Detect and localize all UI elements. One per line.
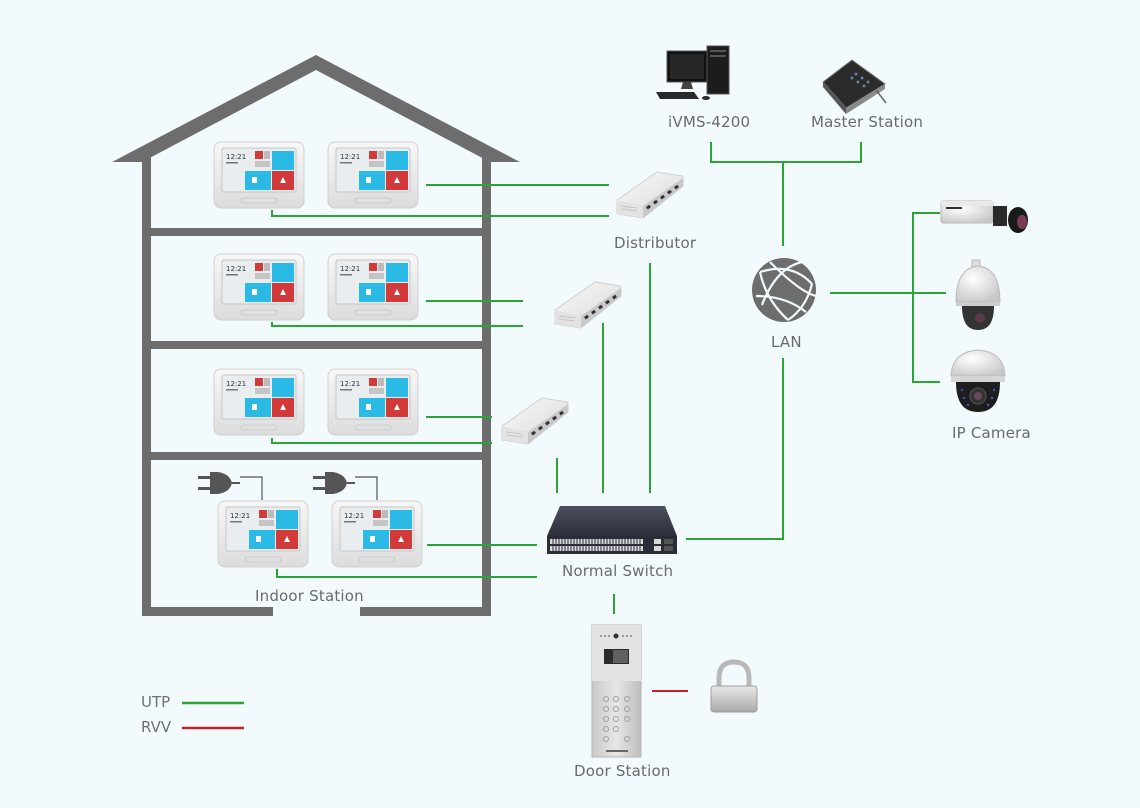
house-base-right — [360, 607, 491, 616]
utp-line — [912, 212, 940, 383]
speed-dome-camera-icon[interactable] — [955, 259, 1001, 330]
house-outline — [112, 55, 520, 616]
distributor-label: Distributor — [614, 234, 697, 252]
indoor-monitor-icon[interactable] — [213, 253, 305, 321]
house-left-wall — [142, 155, 151, 615]
indoor-station-label: Indoor Station — [255, 587, 364, 605]
house-right-wall — [482, 155, 491, 615]
ip-camera-label: IP Camera — [952, 424, 1031, 442]
power-plug-icon — [312, 471, 356, 495]
indoor-monitor-icon[interactable] — [217, 500, 309, 568]
dome-camera-icon[interactable] — [950, 349, 1006, 412]
master-station-icon[interactable] — [822, 59, 887, 114]
master-station-label: Master Station — [811, 113, 924, 131]
indoor-monitor-icon[interactable] — [327, 368, 419, 436]
network-switch-icon[interactable] — [547, 506, 677, 554]
utp-line — [686, 358, 784, 540]
utp-line — [271, 210, 609, 217]
utp-line — [271, 438, 492, 444]
utp-line — [276, 569, 537, 578]
indoor-monitor-icon[interactable] — [331, 500, 423, 568]
indoor-monitor-icon[interactable] — [213, 141, 305, 209]
indoor-monitor-icon[interactable] — [327, 253, 419, 321]
indoor-monitor-icon[interactable] — [327, 141, 419, 209]
utp-connections — [271, 142, 946, 614]
house-roof — [112, 55, 520, 162]
legend-rvv-label: RVV — [141, 718, 172, 736]
utp-line — [271, 322, 523, 327]
normal-switch-label: Normal Switch — [562, 562, 674, 580]
globe-network-icon[interactable] — [752, 258, 817, 322]
power-supplies — [197, 471, 378, 500]
distributor-icon[interactable] — [501, 397, 569, 445]
door-station-label: Door Station — [574, 762, 671, 780]
door-station-icon[interactable] — [591, 624, 642, 758]
power-cable — [240, 476, 263, 500]
floor-divider — [142, 341, 491, 349]
indoor-stations — [213, 141, 423, 568]
utp-line — [710, 142, 862, 163]
box-camera-icon[interactable] — [940, 200, 1028, 233]
distributor-icon[interactable] — [554, 281, 622, 329]
distributors — [501, 171, 684, 445]
ivms-label: iVMS-4200 — [668, 113, 751, 131]
floor-divider — [142, 452, 491, 460]
power-plug-icon — [197, 471, 241, 495]
floor-divider — [142, 228, 491, 236]
house-base-left — [142, 607, 273, 616]
distributor-icon[interactable] — [616, 171, 684, 219]
power-cable — [355, 476, 378, 500]
legend-utp-label: UTP — [141, 693, 171, 711]
padlock-icon[interactable] — [710, 659, 758, 713]
indoor-monitor-icon[interactable] — [213, 368, 305, 436]
desktop-computer-icon[interactable] — [656, 45, 730, 100]
lan-label: LAN — [771, 333, 802, 351]
